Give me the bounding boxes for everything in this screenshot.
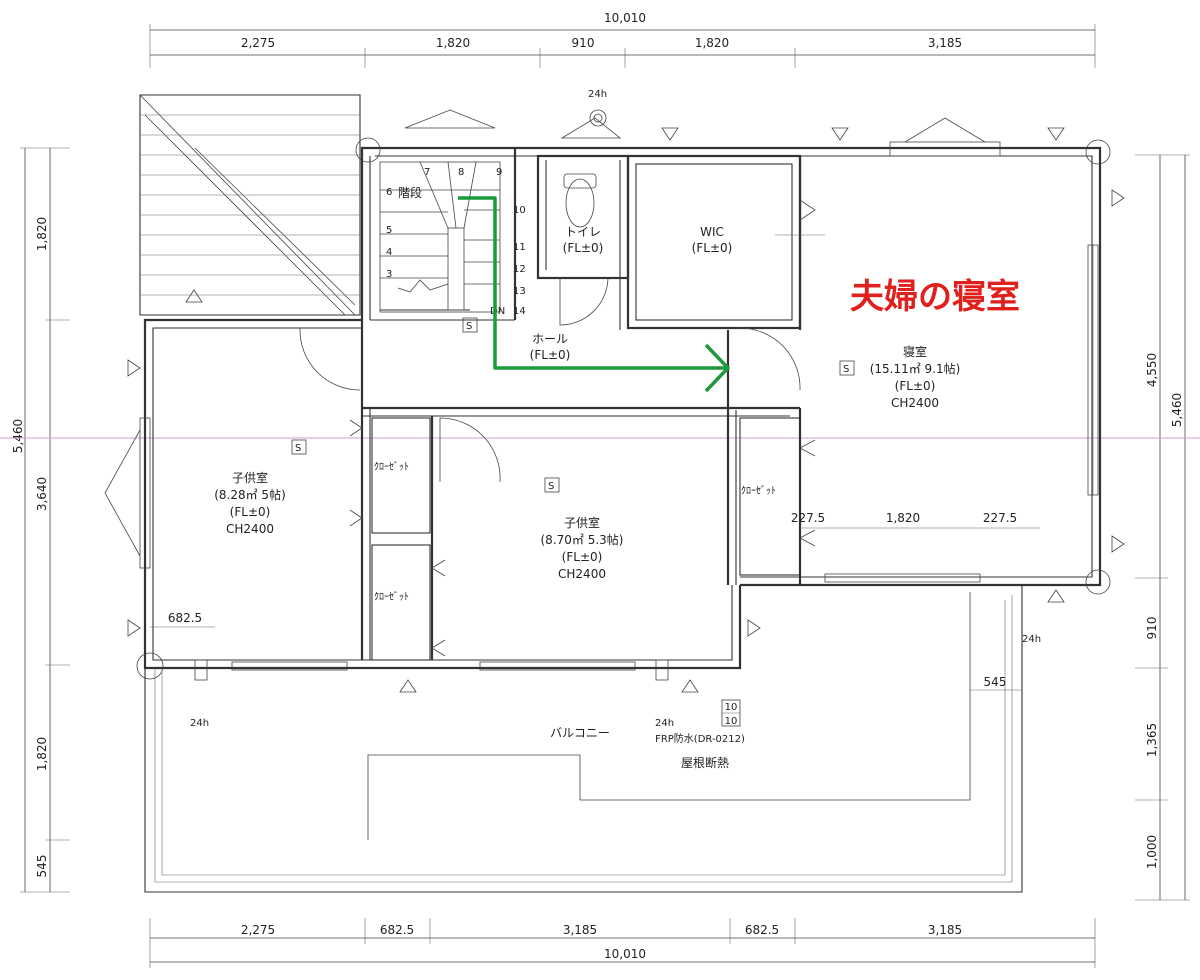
dim-bottom-total: 10,010 [604, 947, 646, 961]
hall: ホール (FL±0) S [299, 317, 801, 483]
dim-right-seg-2: 910 [1145, 617, 1159, 640]
hall-smoke-detector: S [466, 321, 472, 332]
bedroom: S 寝室 (15.11㎡ 9.1帖) (FL±0) CH2400 227.5 1… [791, 117, 1099, 645]
stair-step-14: 14 [513, 306, 526, 317]
toilet-name: トイレ [565, 225, 601, 239]
bedroom-vent-24h: 24h [1022, 634, 1041, 645]
child1-name: 子供室 [232, 470, 268, 485]
top-dimensions: 10,010 2,275 1,820 910 1,820 3,185 [149, 11, 1096, 68]
stair-step-8: 8 [458, 167, 464, 178]
child1-ch: CH2400 [226, 522, 274, 536]
stair-step-11: 11 [513, 242, 526, 253]
bedroom-name: 寝室 [903, 344, 927, 359]
dim-left-seg-2: 3,640 [35, 477, 49, 511]
dim-top-total: 10,010 [604, 11, 646, 25]
bedroom-ch: CH2400 [891, 396, 939, 410]
balcony-name: バルコニー [550, 726, 610, 740]
child2-ch: CH2400 [558, 567, 606, 581]
dim-right-seg-1: 4,550 [1145, 353, 1159, 387]
dim-bottom-seg-2: 682.5 [380, 923, 414, 937]
wic-name: WIC [700, 225, 724, 239]
child1-dim-offset: 682.5 [168, 611, 202, 625]
hall-name: ホール [532, 332, 568, 346]
child2-level: (FL±0) [562, 550, 603, 564]
bedroom-dim-mid: 1,820 [886, 511, 920, 525]
closet-label-3: ｸﾛｰｾﾞｯﾄ [741, 485, 776, 497]
stair-label: 階段 [398, 185, 422, 200]
closets: ｸﾛｰｾﾞｯﾄ ｸﾛｰｾﾞｯﾄ ｸﾛｰｾﾞｯﾄ [349, 419, 816, 657]
stairs: 6 5 4 3 7 8 9 10 11 12 13 14 階段 DN [379, 161, 526, 317]
roof-hatch-area [139, 94, 361, 316]
stair-step-4: 4 [386, 247, 392, 258]
child1-level: (FL±0) [230, 505, 271, 519]
balcony-waterproof: FRP防水(DR-0212) [655, 732, 745, 745]
child2-name: 子供室 [564, 515, 600, 530]
dim-right-total: 5,460 [1170, 393, 1184, 427]
stair-step-6: 6 [386, 187, 392, 198]
balcony-dim-offset: 545 [984, 675, 1007, 689]
dim-top-seg-3: 910 [572, 36, 595, 50]
child2-area: (8.70㎡ 5.3帖) [541, 532, 624, 547]
dim-bottom-seg-5: 3,185 [928, 923, 962, 937]
dim-left-seg-3: 1,820 [35, 737, 49, 771]
stair-step-7: 7 [424, 167, 430, 178]
stair-step-13: 13 [513, 286, 526, 297]
toilet-level: (FL±0) [563, 241, 604, 255]
closet-label-2: ｸﾛｰｾﾞｯﾄ [374, 591, 409, 603]
stair-step-3: 3 [386, 269, 392, 280]
stair-step-10: 10 [513, 205, 526, 216]
dim-left-seg-1: 1,820 [35, 217, 49, 251]
balcony-slope-top: 10 [725, 702, 738, 713]
child1-vent-24h: 24h [190, 718, 209, 729]
dim-bottom-seg-3: 3,185 [563, 923, 597, 937]
balcony-slope-bottom: 10 [725, 716, 738, 727]
path-arrow-line [458, 196, 728, 370]
dim-left-total: 5,460 [11, 419, 25, 453]
markers [127, 109, 1125, 637]
dim-right-seg-3: 1,365 [1145, 723, 1159, 757]
toilet: 24h トイレ (FL±0) [559, 89, 609, 326]
bedroom-dim-right: 227.5 [983, 511, 1017, 525]
bedroom-area: (15.11㎡ 9.1帖) [870, 361, 961, 376]
bedroom-dim-left: 227.5 [791, 511, 825, 525]
interior-walls [360, 148, 802, 661]
child2-vent-24h: 24h [655, 718, 674, 729]
left-dimensions: 5,460 1,820 3,640 1,820 545 [11, 147, 70, 893]
stair-step-5: 5 [386, 225, 392, 236]
wic: WIC (FL±0) [692, 199, 825, 255]
dim-right-seg-4: 1,000 [1145, 835, 1159, 869]
bedroom-smoke-detector: S [843, 364, 849, 375]
dim-top-seg-4: 1,820 [695, 36, 729, 50]
toilet-vent-24h: 24h [588, 89, 607, 100]
wic-level: (FL±0) [692, 241, 733, 255]
dim-left-seg-4: 545 [35, 855, 49, 878]
dim-top-seg-5: 3,185 [928, 36, 962, 50]
dim-bottom-seg-4: 682.5 [745, 923, 779, 937]
annotation-label: 夫婦の寝室 [850, 277, 1020, 317]
child1-smoke-detector: S [295, 443, 301, 454]
closet-label-1: ｸﾛｰｾﾞｯﾄ [374, 461, 409, 473]
stair-dn: DN [490, 306, 505, 317]
dim-top-seg-1: 2,275 [241, 36, 275, 50]
child2-smoke-detector: S [548, 481, 554, 492]
bedroom-level: (FL±0) [895, 379, 936, 393]
hall-level: (FL±0) [530, 348, 571, 362]
dim-top-seg-2: 1,820 [436, 36, 470, 50]
stair-step-9: 9 [496, 167, 502, 178]
balcony: 545 バルコニー FRP防水(DR-0212) 屋根断熱 10 10 [144, 585, 1065, 893]
stair-step-12: 12 [513, 264, 526, 275]
path-arrow [458, 196, 730, 393]
child-room-2: S 子供室 (8.70㎡ 5.3帖) (FL±0) CH2400 24h [479, 477, 674, 729]
child1-area: (8.28㎡ 5帖) [214, 487, 286, 502]
child-room-1: S 子供室 (8.28㎡ 5帖) (FL±0) CH2400 682.5 24h [104, 417, 348, 729]
right-dimensions: 4,550 910 1,365 1,000 5,460 [1135, 154, 1190, 901]
bottom-dimensions: 2,275 682.5 3,185 682.5 3,185 10,010 [149, 918, 1096, 968]
balcony-insulation: 屋根断熱 [681, 755, 729, 770]
path-arrow-head [704, 343, 730, 393]
dim-bottom-seg-1: 2,275 [241, 923, 275, 937]
